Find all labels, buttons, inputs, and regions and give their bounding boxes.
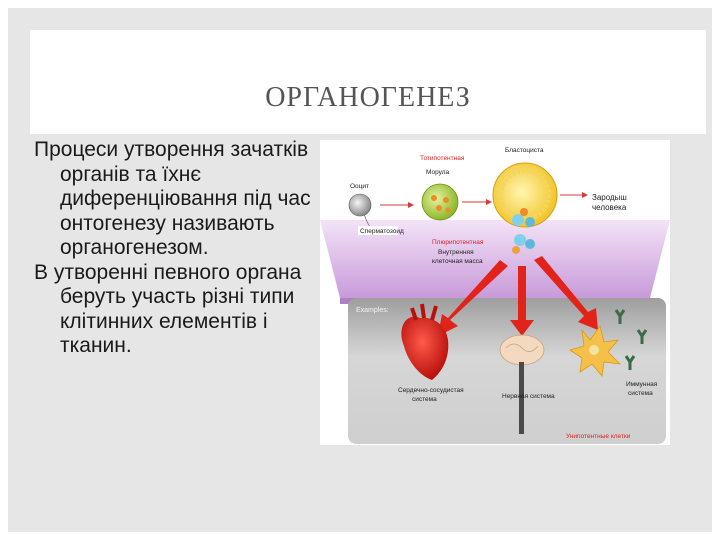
brain-icon bbox=[499, 334, 545, 366]
inner-cell bbox=[512, 246, 520, 254]
totipotent-platform bbox=[320, 220, 670, 298]
immune-label-line2: система bbox=[628, 390, 653, 397]
antibody-icons bbox=[614, 309, 648, 370]
paragraph-definition: Процеси утворення зачатків органів та їх… bbox=[34, 138, 311, 259]
oocyte-label: Ооцит bbox=[350, 183, 369, 190]
arrow-to-heart bbox=[438, 260, 508, 336]
sperm-label: Сперматозоид bbox=[360, 228, 404, 235]
pluripotent-label: Плюрипотентная bbox=[432, 239, 484, 246]
paragraph-tissues: В утворенні певного органа беруть участь… bbox=[34, 260, 302, 358]
blastocyst-ring bbox=[499, 169, 551, 221]
embryo-label-line2: человека bbox=[592, 203, 627, 212]
differentiation-arrows bbox=[438, 256, 598, 336]
antibody-icon bbox=[614, 309, 626, 324]
inner-cell bbox=[520, 208, 528, 216]
title-box: ОРГАНОГЕНЕЗ bbox=[30, 30, 706, 134]
slide-title: ОРГАНОГЕНЕЗ bbox=[265, 82, 471, 113]
blastocyst-label: Бластоциста bbox=[505, 147, 544, 154]
morula-cell bbox=[431, 195, 437, 201]
nervous-label: Нервная система bbox=[502, 393, 555, 400]
arrow-to-immune bbox=[534, 256, 598, 330]
organogenesis-figure: Examples: Ооцит Сперматозоид Тотипотентн… bbox=[320, 140, 670, 445]
morula-cell bbox=[445, 207, 451, 213]
immune-label-line1: Иммунная bbox=[626, 381, 658, 388]
examples-panel bbox=[348, 298, 666, 444]
body-text: Процеси утворення зачатків органів та їх… bbox=[34, 138, 318, 359]
morula-cell bbox=[443, 197, 449, 203]
examples-label: Examples: bbox=[356, 307, 389, 314]
morula-cell bbox=[436, 205, 442, 211]
spinal-cord-icon bbox=[519, 362, 524, 434]
inner-cell bbox=[525, 217, 535, 227]
oocyte-icon bbox=[348, 193, 372, 217]
heart-icon bbox=[401, 316, 449, 380]
totipotent-label: Тотипотентная bbox=[420, 155, 465, 162]
sperm-label-box bbox=[358, 226, 398, 235]
inner-mass-label-line2: клеточная масса bbox=[432, 258, 483, 265]
inner-mass-label-line1: Внутренняя bbox=[438, 249, 474, 256]
arrow-head-1 bbox=[408, 202, 414, 208]
inner-cell bbox=[514, 234, 526, 246]
inner-cell bbox=[525, 239, 535, 249]
morula-label: Морула bbox=[426, 169, 450, 176]
brain-fold bbox=[505, 343, 539, 352]
heart-vessels bbox=[410, 303, 438, 321]
cardio-label-line1: Сердечно-сосудистая bbox=[398, 387, 464, 394]
arrow-to-brain bbox=[510, 266, 534, 336]
figure-canvas: Examples: Ооцит Сперматозоид Тотипотентн… bbox=[320, 147, 670, 444]
antibody-icon bbox=[624, 355, 636, 370]
arrow-head-3 bbox=[582, 192, 588, 198]
cardio-label-line2: система bbox=[412, 396, 437, 403]
inner-cell bbox=[512, 214, 524, 226]
arrow-head-2 bbox=[486, 199, 492, 205]
antibody-icon bbox=[636, 329, 648, 344]
unipotent-label: Унипотентные клетки bbox=[566, 433, 631, 440]
immune-cell-nucleus bbox=[589, 345, 599, 355]
embryo-label-line1: Зародыш bbox=[592, 193, 627, 202]
morula-icon bbox=[421, 183, 459, 221]
